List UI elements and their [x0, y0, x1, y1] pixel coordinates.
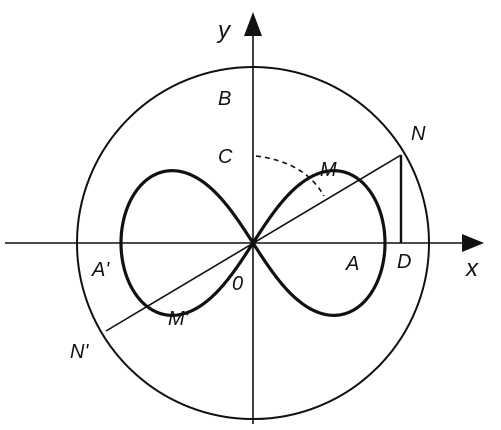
label-d: D: [397, 251, 411, 273]
label-n: N: [411, 123, 426, 145]
label-c: C: [218, 146, 233, 168]
y-axis-arrowhead: [244, 12, 262, 36]
secant-line-n-prime-n: [105, 154, 402, 332]
label-n-prime: N': [70, 341, 89, 363]
dashed-arc-c-m: [255, 155, 325, 197]
label-b: B: [218, 88, 231, 110]
y-axis-label: y: [216, 17, 232, 44]
label-a: A: [345, 253, 359, 275]
x-axis-arrowhead: [462, 234, 484, 252]
lemniscate-curve: [119, 169, 387, 317]
label-origin: 0: [232, 273, 243, 295]
label-m: M: [320, 159, 337, 181]
x-axis-label: x: [465, 255, 479, 282]
label-m-prime: M': [168, 308, 190, 330]
label-a-prime: A': [91, 259, 110, 281]
